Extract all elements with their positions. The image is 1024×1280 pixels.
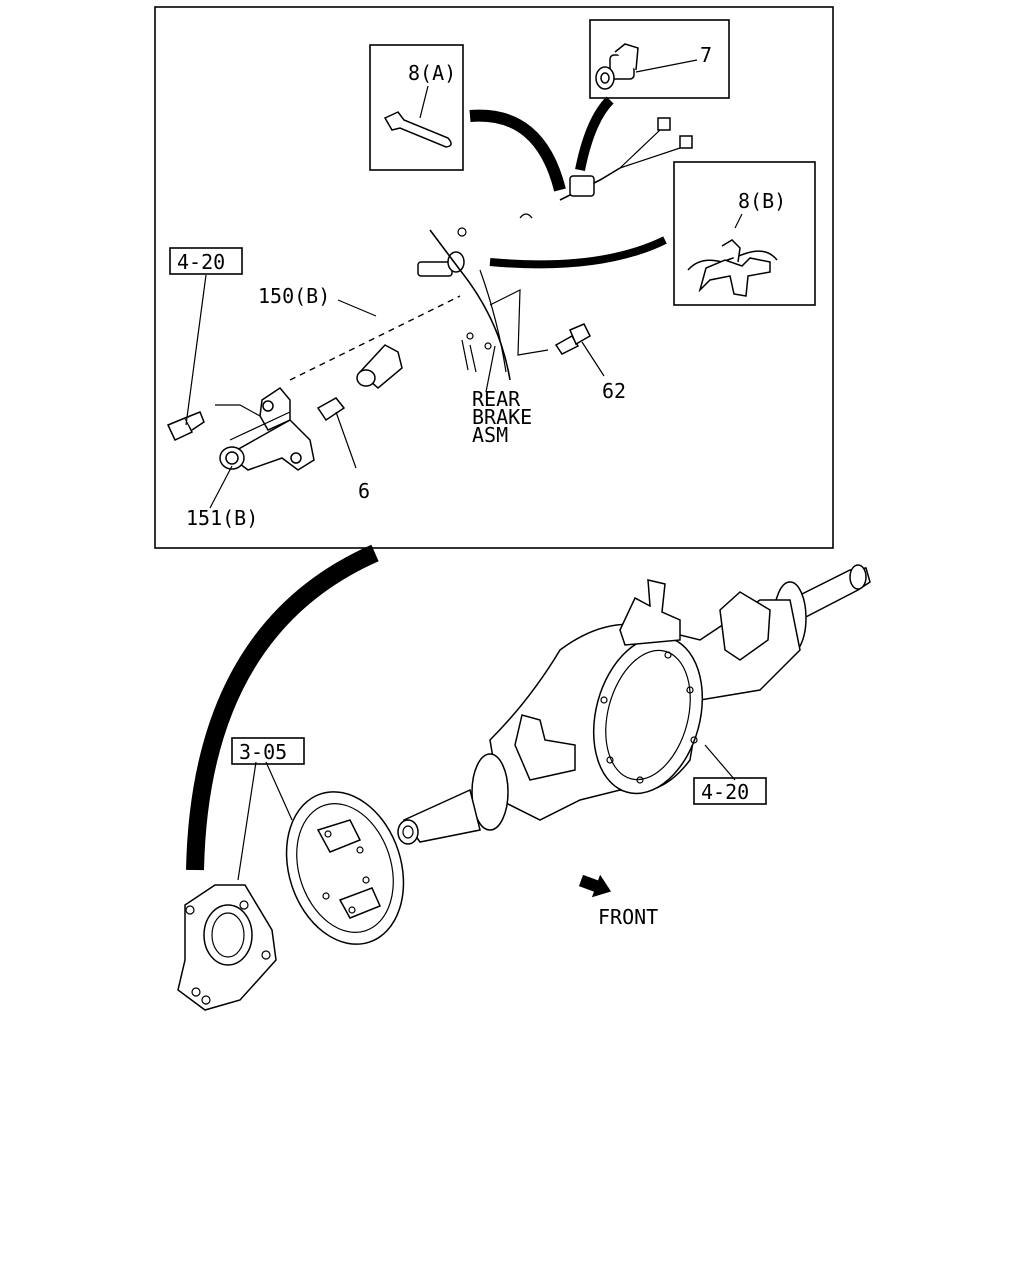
label-8a: 8(A) — [408, 61, 456, 85]
detail-frame — [154, 6, 834, 549]
arc-8a — [469, 109, 566, 192]
backing-plate-edge — [479, 269, 507, 373]
backing-plate — [429, 229, 511, 381]
brake-bracket — [177, 884, 277, 1011]
label-rear-3: ASM — [472, 423, 508, 447]
sleeve-6 — [316, 397, 346, 422]
leader-4-20-axle — [704, 744, 736, 781]
arc-7 — [575, 96, 614, 171]
inset-7 — [589, 19, 730, 99]
label-6: 6 — [358, 479, 370, 503]
label-8b: 8(B) — [738, 189, 786, 213]
leader-3-05-b — [265, 761, 293, 821]
ref-3-05: 3-05 — [239, 740, 287, 764]
label-rear-2: BRAKE — [472, 405, 532, 429]
label-150b: 150(B) — [258, 284, 330, 308]
front-arrow-icon — [578, 874, 612, 898]
ref-4-20-top: 4-20 — [177, 250, 225, 274]
backing-plate-assy — [285, 791, 405, 945]
leader-62 — [581, 341, 605, 377]
callout-arc — [186, 544, 379, 871]
sensor-bracket — [215, 295, 461, 471]
inset-8a — [369, 44, 464, 171]
label-62: 62 — [602, 379, 626, 403]
label-151b: 151(B) — [186, 506, 258, 530]
ref-box-4-20-top — [169, 247, 243, 275]
leader-151b — [209, 465, 233, 509]
ref-box-4-20-axle — [693, 777, 767, 805]
axle-housing — [397, 564, 871, 845]
sensor-cable — [373, 117, 693, 331]
bolt-left — [166, 411, 205, 441]
label-rear-1: REAR — [472, 387, 521, 411]
bolt-62 — [554, 323, 591, 355]
inset-8b — [673, 161, 816, 306]
label-front: FRONT — [598, 905, 658, 929]
sensor-150b — [356, 344, 403, 389]
ref-box-3-05 — [231, 737, 305, 765]
leader-rear-brake — [485, 345, 496, 393]
arc-8b — [489, 236, 667, 269]
leader-3-05-a — [237, 761, 257, 881]
label-7: 7 — [700, 43, 712, 67]
leader-4-20-top — [185, 274, 207, 426]
leader-6 — [335, 411, 357, 469]
leader-150b — [337, 299, 377, 317]
ref-4-20-axle: 4-20 — [701, 780, 749, 804]
